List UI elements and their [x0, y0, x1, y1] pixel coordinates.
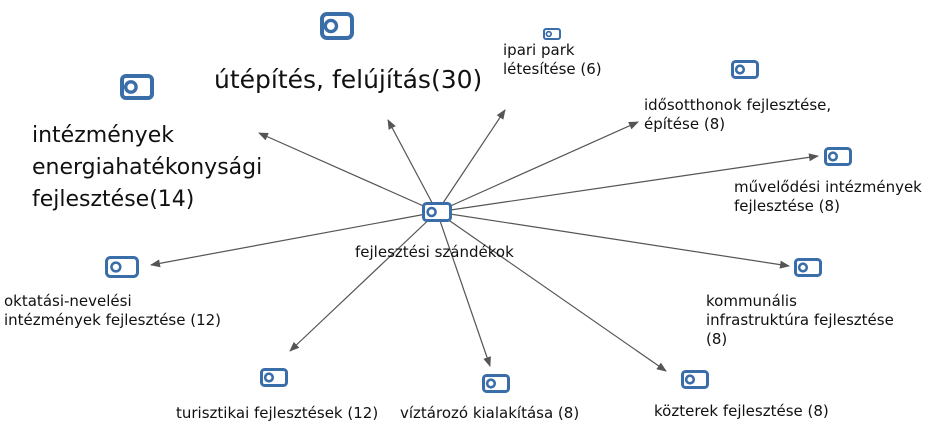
database-node-icon [543, 28, 561, 40]
edge-kommunalis [436, 211, 790, 269]
node-label-utepites: útépítés, felújítás(30) [214, 63, 482, 97]
database-node-icon [120, 74, 154, 100]
node-label-line: építése (8) [644, 114, 726, 133]
node-label-line: ipari park [503, 41, 575, 59]
node-label-line: energiahatékonysági [32, 154, 263, 180]
node-label-line: idősotthonok fejlesztése, [644, 96, 832, 114]
node-label-viztarozo: víztározó kialakítása (8) [400, 404, 579, 423]
database-node-icon [824, 147, 852, 166]
edge-idosotthon [436, 121, 639, 213]
node-label-line: művelődési intézmények [734, 178, 922, 196]
node-label-intezmenyek: intézmények energiahatékonysági fejlesztés… [32, 120, 262, 216]
node-label-line: infrastruktúra fejlesztése [706, 310, 894, 329]
center-label-text: fejlesztési szándékok [355, 243, 514, 261]
database-node-icon [320, 12, 354, 40]
node-label-line: turisztikai fejlesztések (12) [176, 404, 379, 422]
database-node-icon [260, 368, 288, 387]
node-label-line: víztározó kialakítása (8) [400, 404, 580, 422]
edge-intezmenyek [258, 132, 438, 213]
edge-kozterek [436, 211, 667, 372]
node-label-line: kommunális [706, 292, 797, 310]
node-label-line: útépítés, felújítás(30) [214, 65, 483, 94]
node-label-line: oktatási-nevelési [4, 292, 132, 310]
icons-layer [105, 12, 852, 393]
edge-utepites [387, 119, 438, 213]
node-label-line: (8) [706, 329, 728, 348]
edges-layer [150, 109, 819, 372]
database-node-icon [681, 370, 709, 389]
edge-ipari [436, 109, 506, 213]
edge-muvelodesi [436, 153, 819, 213]
node-label-line: létesítése (6) [503, 59, 602, 78]
node-label-turisztikai: turisztikai fejlesztések (12) [176, 404, 378, 423]
database-node-icon [422, 202, 452, 222]
center-node-label: fejlesztési szándékok [355, 243, 514, 262]
edge-turisztikai [289, 211, 438, 352]
node-label-line: intézmények fejlesztése (12) [4, 310, 222, 329]
node-label-line: fejlesztése (8) [734, 196, 840, 215]
node-label-line: intézmények [32, 123, 174, 148]
node-label-idosotthon: idősotthonok fejlesztése,építése (8) [644, 96, 831, 134]
database-node-icon [731, 60, 759, 79]
database-node-icon [105, 256, 139, 278]
edge-oktatasi [150, 211, 438, 268]
node-label-kozterek: közterek fejlesztése (8) [654, 402, 829, 421]
edge-viztarozo [436, 211, 491, 367]
node-label-line: közterek fejlesztése (8) [654, 402, 829, 420]
node-label-line: fejlesztése(14) [32, 186, 195, 212]
database-node-icon [482, 374, 510, 393]
database-node-icon [794, 258, 822, 277]
